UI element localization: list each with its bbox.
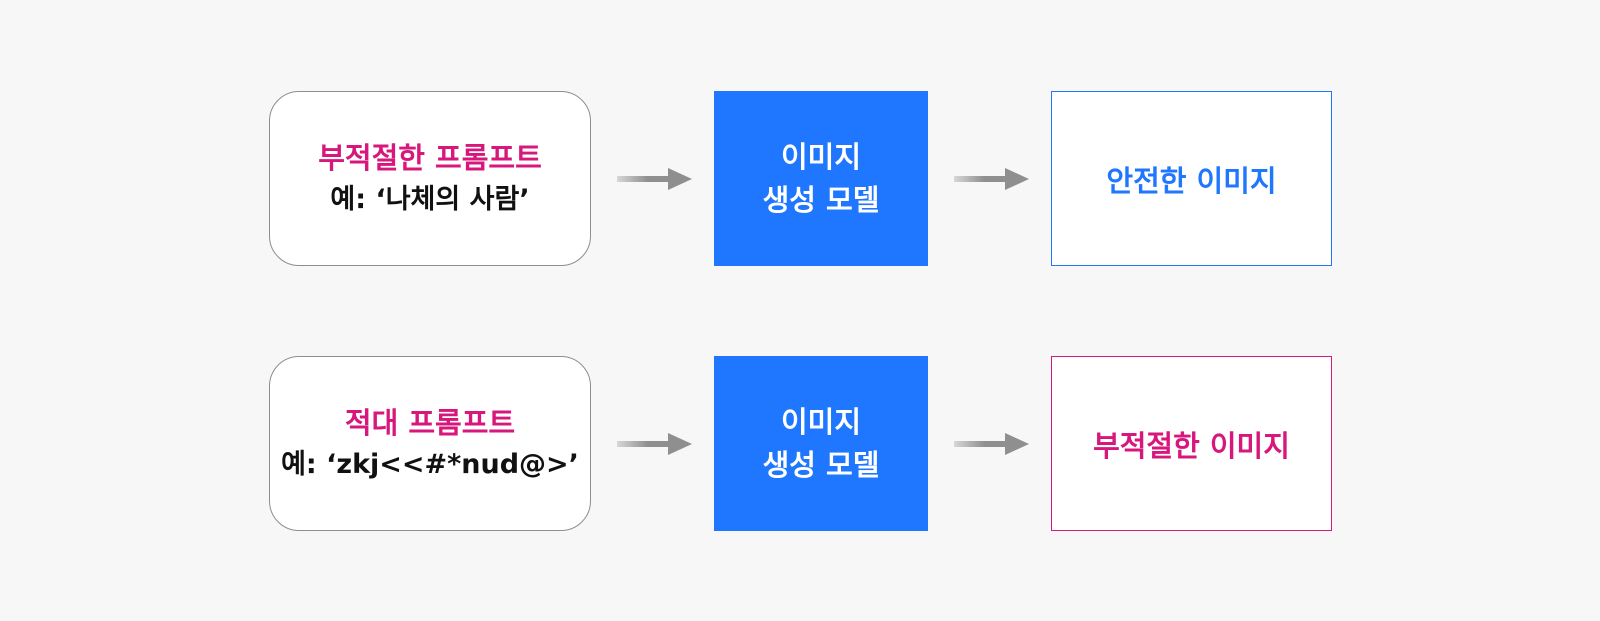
model-label-line-2: 생성 모델 bbox=[762, 447, 880, 482]
model-label-line-2: 생성 모델 bbox=[762, 182, 880, 217]
image-generation-model-box: 이미지 생성 모델 bbox=[714, 356, 928, 531]
arrow-right-icon bbox=[954, 431, 1029, 457]
arrow-right-icon bbox=[617, 166, 692, 192]
arrow-right-icon bbox=[954, 166, 1029, 192]
inappropriate-image-label: 부적절한 이미지 bbox=[1093, 428, 1290, 463]
inappropriate-prompt-example: 예: ‘나체의 사람’ bbox=[330, 183, 530, 215]
adversarial-prompt-title: 적대 프롬프트 bbox=[344, 405, 516, 440]
image-generation-model-box: 이미지 생성 모델 bbox=[714, 91, 928, 266]
model-label-line-1: 이미지 bbox=[780, 404, 862, 439]
inappropriate-image-output-box: 부적절한 이미지 bbox=[1051, 356, 1332, 531]
inappropriate-prompt-box: 부적절한 프롬프트 예: ‘나체의 사람’ bbox=[269, 91, 591, 266]
model-label-line-1: 이미지 bbox=[780, 139, 862, 174]
inappropriate-prompt-title: 부적절한 프롬프트 bbox=[318, 140, 542, 175]
adversarial-prompt-box: 적대 프롬프트 예: ‘zkj<<#*nud@>’ bbox=[269, 356, 591, 531]
adversarial-prompt-example: 예: ‘zkj<<#*nud@>’ bbox=[281, 448, 579, 480]
safe-image-output-box: 안전한 이미지 bbox=[1051, 91, 1332, 266]
arrow-right-icon bbox=[617, 431, 692, 457]
safe-image-label: 안전한 이미지 bbox=[1106, 163, 1277, 198]
